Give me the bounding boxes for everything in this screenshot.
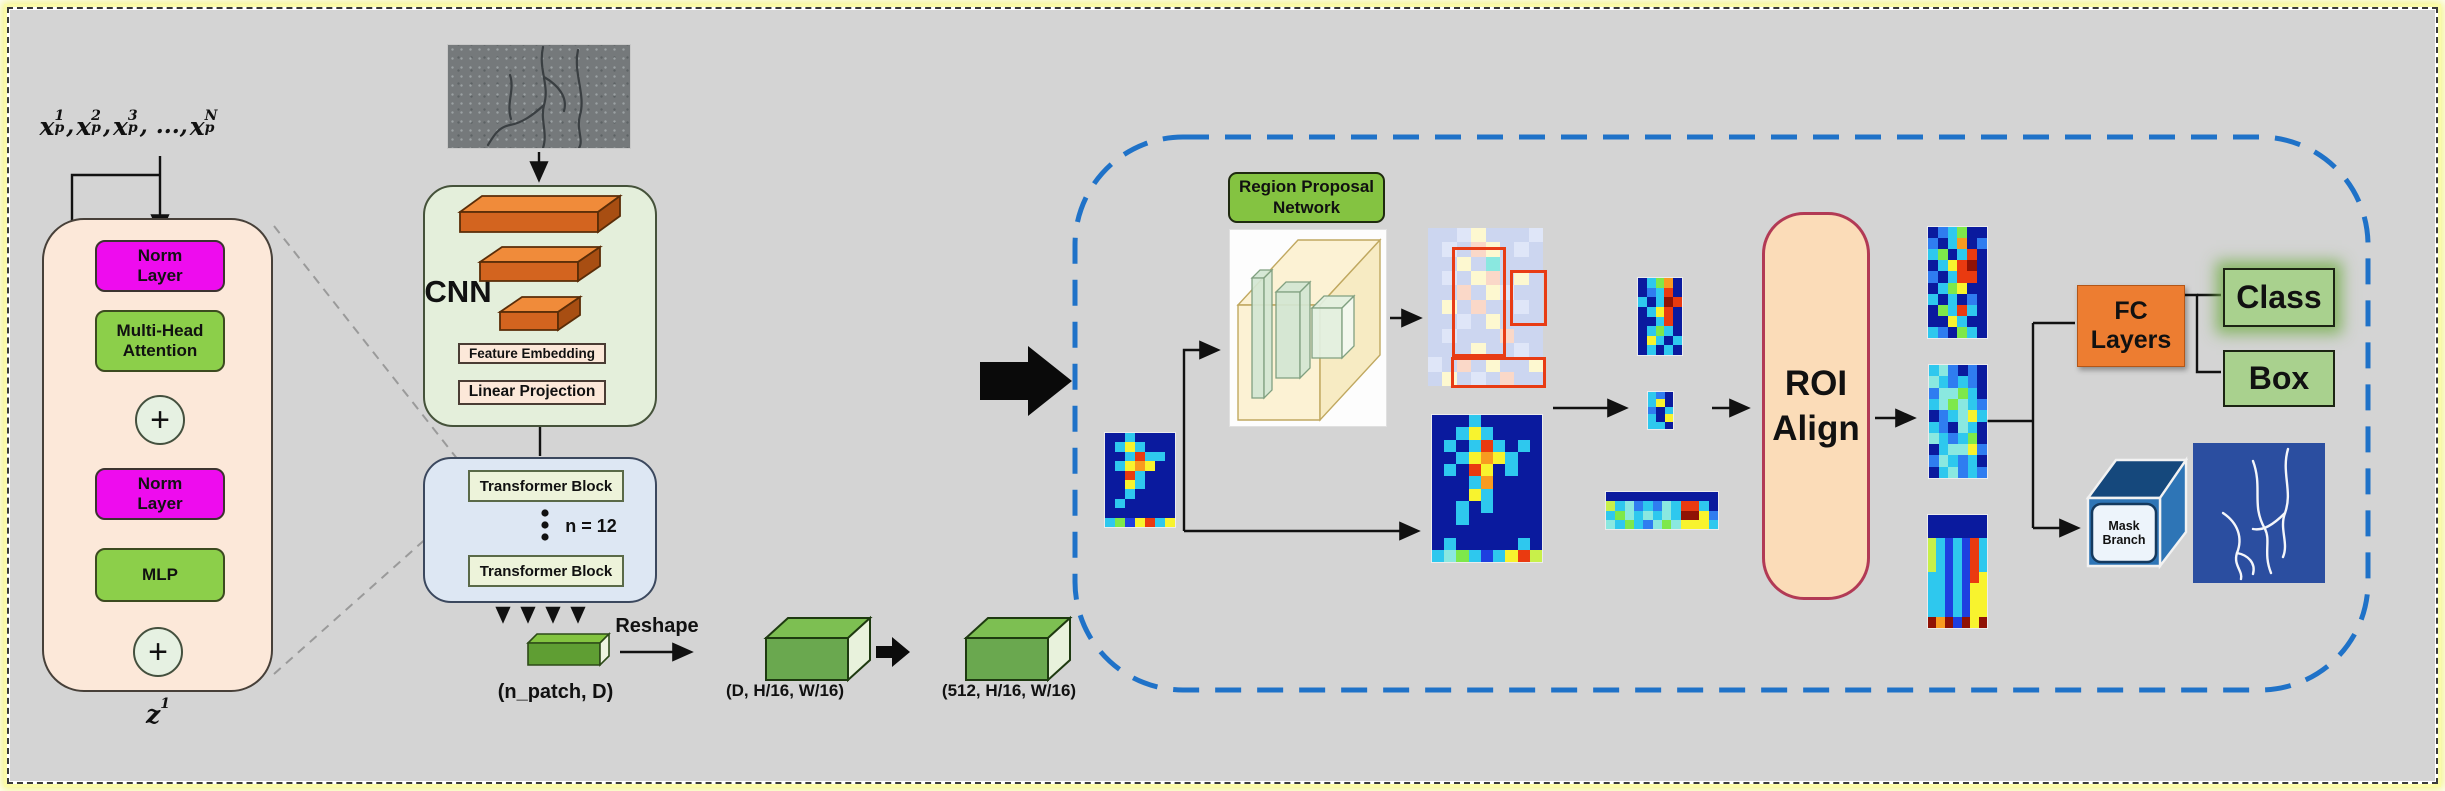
transformer-block-top: Transformer Block <box>468 470 624 502</box>
residual-add-2: + <box>133 627 183 677</box>
diagram-background <box>10 10 2435 781</box>
norm-layer-2-box: Norm Layer <box>95 468 225 520</box>
mask-output-image <box>2193 443 2325 583</box>
multi-head-attention-box: Multi-Head Attention <box>95 310 225 372</box>
fc-layers-box: FC Layers <box>2077 285 2185 367</box>
roi-crop-tiny-heatmap <box>1647 391 1674 430</box>
cnn-title: CNN <box>424 273 492 309</box>
class-output-box: Class <box>2223 268 2335 327</box>
layer-count-label: n = 12 <box>565 515 617 536</box>
crack-lines <box>486 45 583 150</box>
box-output-box: Box <box>2223 350 2335 407</box>
proposal-box-large <box>1452 247 1506 357</box>
sequence-shape-label: (n_patch, D) <box>497 680 614 703</box>
proposal-map <box>1428 228 1547 388</box>
aligned-feature-mid-heatmap <box>1928 364 1988 479</box>
cube2-shape-label: (512, H/16, W/16) <box>941 681 1077 700</box>
proposal-box-wide <box>1451 357 1546 388</box>
proposal-box-small <box>1510 270 1547 326</box>
aligned-feature-bottom-heatmap <box>1927 514 1988 629</box>
feature-map-heatmap <box>1431 414 1543 563</box>
input-feature-heatmap <box>1104 432 1176 528</box>
input-crack-photo <box>448 45 630 150</box>
roi-crop-wide-heatmap <box>1605 491 1719 530</box>
aligned-feature-top-heatmap <box>1927 226 1988 339</box>
mlp-box: MLP <box>95 548 225 602</box>
reshape-label: Reshape <box>615 614 699 637</box>
transformer-block-bottom: Transformer Block <box>468 555 624 587</box>
linear-projection-box: Linear Projection <box>458 380 606 405</box>
norm-layer-1-box: Norm Layer <box>95 240 225 292</box>
rpn-illustration-bg <box>1230 230 1386 426</box>
roi-crop-tall-heatmap <box>1637 277 1683 356</box>
mask-branch-label: Mask Branch <box>2102 519 2146 547</box>
cube1-shape-label: (D, H/16, W/16) <box>725 681 845 700</box>
roi-align-box: ROI Align <box>1762 212 1870 600</box>
feature-embedding-box: Feature Embedding <box>458 343 606 364</box>
residual-add-1: + <box>135 395 185 445</box>
mask-crack-lines <box>2221 447 2290 581</box>
region-proposal-network-label: Region Proposal Network <box>1228 172 1385 223</box>
